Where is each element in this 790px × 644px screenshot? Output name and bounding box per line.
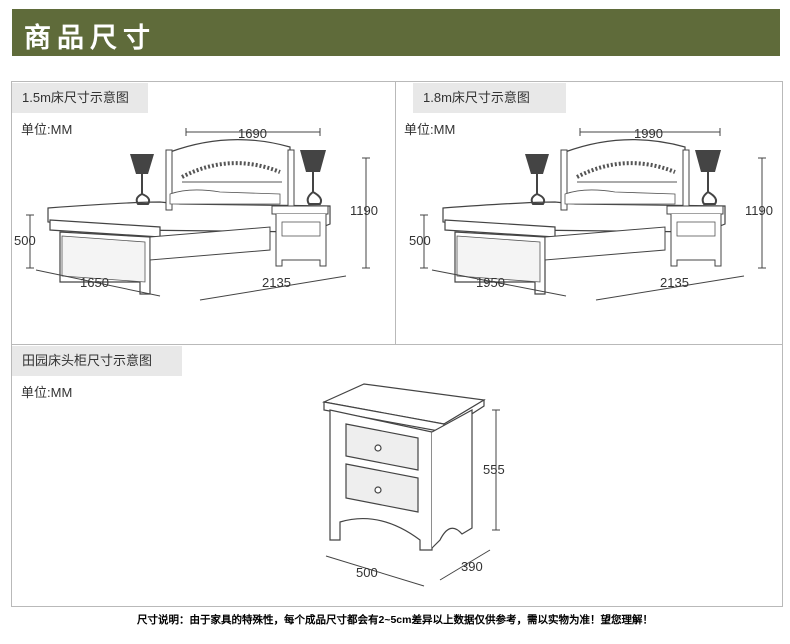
section-title: 商品尺寸 — [24, 23, 156, 53]
unit-label-nightstand: 单位:MM — [21, 385, 73, 400]
dim-bed18-height-side: 500 — [409, 233, 431, 248]
dim-bed15-length-bottom: 1650 — [80, 275, 109, 290]
dim-bed15-height-side: 500 — [14, 233, 36, 248]
section-header: 商品尺寸 — [12, 9, 780, 56]
dim-nightstand-width: 500 — [356, 565, 378, 580]
divider-vertical — [395, 81, 396, 345]
size-disclaimer: 尺寸说明：由于家具的特殊性，每个成品尺寸都会有2~5cm差异以上数据仅供参考，需… — [0, 612, 790, 627]
dim-bed18-width-top: 1990 — [634, 126, 663, 141]
panel-title-bed15: 1.5m床尺寸示意图 — [12, 83, 148, 113]
dim-bed18-depth: 2135 — [660, 275, 689, 290]
bed-15-drawing — [46, 137, 332, 296]
bed-18-drawing — [441, 137, 727, 296]
dim-nightstand-height: 555 — [483, 462, 505, 477]
disclaimer-text: 由于家具的特殊性，每个成品尺寸都会有2~5cm差异以上数据仅供参考，需以实物为准… — [189, 614, 654, 626]
unit-label-bed18: 单位:MM — [404, 122, 456, 137]
dim-bed15-width-top: 1690 — [238, 126, 267, 141]
dim-nightstand-depth: 390 — [461, 559, 483, 574]
nightstand-drawing — [321, 383, 486, 551]
dim-bed15-height-total: 1190 — [350, 203, 378, 218]
divider-horizontal — [11, 344, 783, 345]
unit-label-bed15: 单位:MM — [21, 122, 73, 137]
dim-bed18-length-bottom: 1950 — [476, 275, 505, 290]
panel-title-nightstand: 田园床头柜尺寸示意图 — [12, 346, 182, 376]
dim-bed18-height-total: 1190 — [745, 203, 773, 218]
dim-bed15-depth: 2135 — [262, 275, 291, 290]
panel-title-bed18: 1.8m床尺寸示意图 — [413, 83, 566, 113]
disclaimer-label: 尺寸说明： — [137, 614, 190, 626]
